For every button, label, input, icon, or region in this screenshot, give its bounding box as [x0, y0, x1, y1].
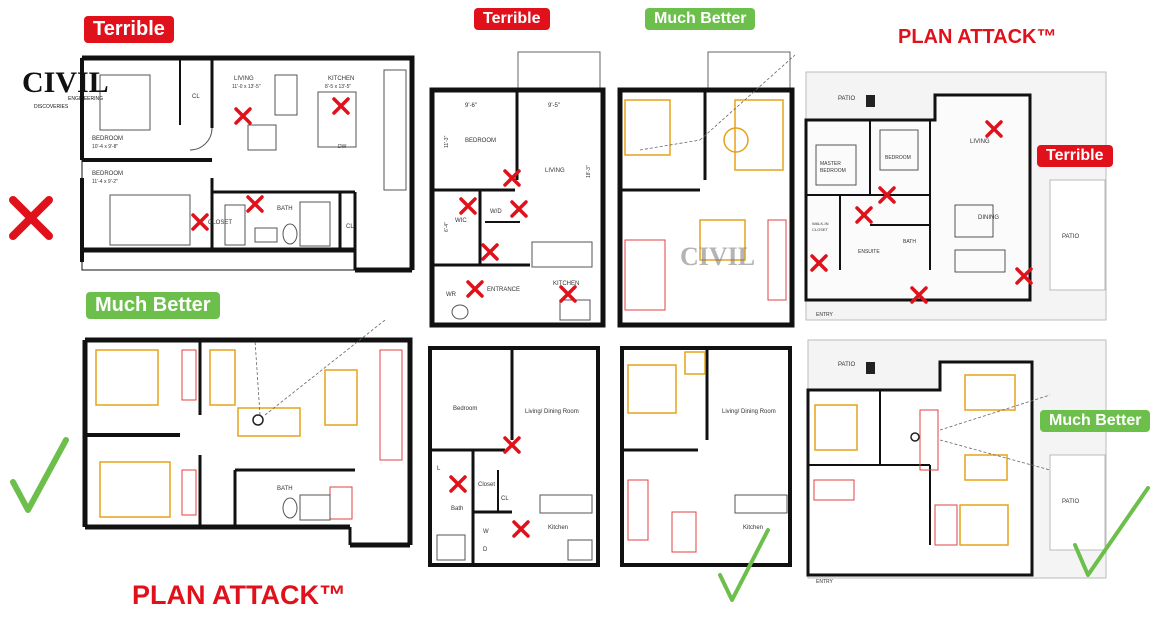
p2b-dim-right: 9'-5": [548, 103, 560, 109]
plan2-before: 9'-6" 9'-5" 11'-3" 6'-4" 18'-3" BEDROOM …: [429, 51, 606, 328]
problem-x-icon: [246, 195, 264, 213]
p4b-master-bedroom-label: BEDROOM: [820, 168, 846, 174]
logo-watermark: CIVIL: [680, 242, 755, 271]
p1b-kitchen-dim: 8'-5 x 13'-5": [325, 84, 351, 90]
p2a-living-label: Living/ Dining Room: [525, 409, 579, 415]
problem-x-icon: [459, 197, 477, 215]
p2a-d-label: D: [483, 547, 488, 553]
plan1-after: BATH: [82, 319, 413, 548]
plan3-redesign-top: [617, 51, 796, 328]
p2b-dim-v3: 18'-3": [586, 165, 592, 178]
p2b-living-label: LIVING: [545, 168, 565, 174]
p1b-living-dim: 11'-0 x 13'-5": [232, 84, 261, 90]
p4b-bedroom-label: BEDROOM: [885, 155, 911, 161]
problem-x-icon: [481, 243, 499, 261]
p1b-cl-b-label: CL: [346, 224, 354, 230]
p2a-bedroom-label: Bedroom: [453, 406, 477, 412]
large-x-icon: [9, 196, 53, 240]
badge-much-better-plan1: Much Better: [86, 292, 220, 319]
p2b-entrance-label: ENTRANCE: [487, 287, 520, 293]
p2a-kitchen-label: Kitchen: [548, 525, 568, 531]
p1b-closet-label: CLOSET: [208, 220, 232, 226]
badge-terrible-plan4: Terrible: [1037, 145, 1113, 167]
plan-attack-brand-bottom: PLAN ATTACK™: [132, 580, 346, 610]
p4b-patio-top-label: PATIO: [838, 96, 855, 102]
p1b-cl-a-label: CL: [192, 94, 200, 100]
p1b-bedroom-b-dim: 11'-4 x 9'-2": [92, 179, 118, 185]
p4a-patio-top-label: PATIO: [838, 362, 855, 368]
p1a-bath-label: BATH: [277, 486, 293, 492]
p1b-bath-label: BATH: [277, 206, 293, 212]
problem-x-icon: [449, 475, 467, 493]
p4b-ensuite-label: ENSUITE: [858, 249, 880, 255]
plan3-after: Living/ Dining Room Kitchen: [620, 346, 792, 567]
problem-x-icon: [332, 97, 350, 115]
logo-line1: ENGINEERING: [68, 96, 103, 102]
p2a-l-label: L: [437, 466, 441, 472]
p4b-dining-label: DINING: [978, 215, 999, 221]
p4b-patio-right-label: PATIO: [1062, 234, 1079, 240]
p2b-bedroom-label: BEDROOM: [465, 138, 496, 144]
p4a-entry-label: ENTRY: [816, 579, 834, 585]
p4b-closet-label: CLOSET: [812, 227, 829, 232]
p4b-walkin-label: WALK-IN: [812, 221, 829, 226]
p1b-kitchen-label: KITCHEN: [328, 76, 354, 82]
check-icon: [718, 528, 770, 602]
badge-much-better-plan3: Much Better: [645, 8, 756, 30]
p1b-bedroom-b-label: BEDROOM: [92, 171, 123, 177]
p2a-cl-label: CL: [501, 496, 509, 502]
p1b-bedroom-a-dim: 10'-4 x 9'-8": [92, 144, 118, 150]
p2a-w-label: W: [483, 529, 489, 535]
p4b-master-label: MASTER: [820, 161, 841, 167]
check-icon: [1073, 486, 1150, 577]
badge-terrible-plan2: Terrible: [474, 8, 550, 30]
p1b-living-label: LIVING: [234, 76, 254, 82]
p2b-wd-label: W/D: [490, 209, 502, 215]
p3a-living-label: Living/ Dining Room: [722, 409, 776, 415]
plan1-before: LIVING 11'-0 x 13'-5" KITCHEN 8'-5 x 13'…: [80, 55, 415, 273]
problem-x-icon: [466, 280, 484, 298]
p2b-kitchen-label: KITCHEN: [553, 281, 579, 287]
badge-terrible-plan1: Terrible: [84, 16, 174, 43]
problem-x-icon: [510, 200, 528, 218]
civil-engineering-logo: CIVIL ENGINEERING DISCOVERIES: [22, 66, 109, 110]
p2b-dim-v2: 6'-4": [444, 222, 450, 232]
p2a-closet-label: Closet: [478, 482, 495, 488]
plan4-before: PATIO PATIO MASTER BEDROOM BEDROOM LIVIN…: [804, 71, 1107, 321]
p2a-bath-label: Bath: [451, 506, 463, 512]
p1b-dw-label: DW: [338, 144, 347, 150]
problem-x-icon: [559, 285, 577, 303]
badge-much-better-plan4: Much Better: [1040, 410, 1151, 432]
logo-word: CIVIL: [22, 66, 109, 99]
p2b-dim-left: 9'-6": [465, 103, 477, 109]
p1b-bedroom-a-label: BEDROOM: [92, 136, 123, 142]
plan2-after: Bedroom Living/ Dining Room Closet CL L …: [428, 346, 600, 567]
problem-x-icon: [503, 436, 521, 454]
large-check-icon: [10, 437, 69, 513]
p4b-living-label: LIVING: [970, 139, 990, 145]
problem-x-icon: [191, 213, 209, 231]
plan-attack-brand-top: PLAN ATTACK™: [898, 26, 1057, 48]
p3a-kitchen-label: Kitchen: [743, 525, 763, 531]
p2b-dim-v1: 11'-3": [444, 135, 450, 148]
plan4-after: PATIO PATIO ENTRY: [806, 339, 1107, 585]
logo-line2: DISCOVERIES: [34, 104, 69, 110]
problem-x-icon: [512, 520, 530, 538]
p4a-patio-right-label: PATIO: [1062, 499, 1079, 505]
p2b-wr-label: WR: [446, 292, 457, 298]
problem-x-icon: [234, 107, 252, 125]
p2b-wic-label: WIC: [455, 218, 467, 224]
p4b-entry-label: ENTRY: [816, 312, 834, 318]
p4b-bath-label: BATH: [903, 239, 916, 245]
